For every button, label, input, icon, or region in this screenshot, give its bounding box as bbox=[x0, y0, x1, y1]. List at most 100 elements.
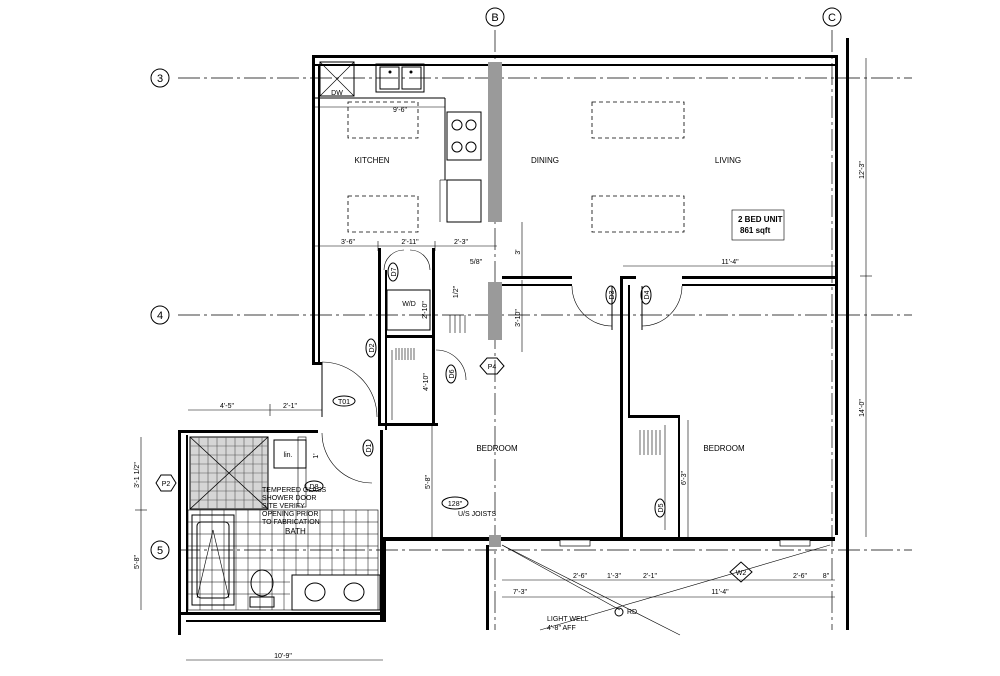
joists-callout: 128" U/S JOISTS bbox=[441, 496, 496, 518]
dim-bottom-5: 11'-4" bbox=[711, 589, 729, 596]
room-label-kitchen: KITCHEN bbox=[354, 156, 389, 165]
bathtub bbox=[191, 514, 235, 606]
svg-text:P2: P2 bbox=[162, 481, 171, 488]
column-b-wall-lower bbox=[488, 282, 502, 340]
dim-bottom-3: 1'-3" bbox=[607, 573, 621, 580]
door-tag-d7: D7 bbox=[387, 262, 399, 282]
bath-partition bbox=[297, 436, 307, 508]
unit-info: 2 BED UNIT 861 sqft bbox=[731, 209, 785, 241]
light-well-label-2: 4'-8" AFF bbox=[547, 625, 576, 632]
light-well bbox=[501, 544, 831, 636]
dim-bottom-7: 8" bbox=[823, 573, 830, 580]
svg-text:D2: D2 bbox=[369, 343, 376, 352]
unit-title: 2 BED UNIT bbox=[738, 215, 783, 224]
svg-text:TO FABRICATION: TO FABRICATION bbox=[262, 519, 320, 526]
door-tag-d4: D4 bbox=[640, 285, 652, 305]
kitchen-fixtures: DW bbox=[315, 61, 482, 233]
dishwasher-label: DW bbox=[331, 90, 343, 97]
dim-kitchen-width: 9'-6" bbox=[393, 107, 407, 114]
grid-bubble-b: B bbox=[485, 7, 505, 27]
joists-label: U/S JOISTS bbox=[458, 511, 496, 518]
light-well-label-1: LIGHT WELL bbox=[547, 616, 589, 623]
grid-bubble-3: 3 bbox=[150, 68, 170, 88]
window-tag-t01: T01 bbox=[332, 395, 356, 407]
room-label-bath: BATH bbox=[285, 527, 306, 536]
exterior-walls bbox=[178, 38, 849, 635]
dim-k2: 2'-11" bbox=[401, 239, 419, 246]
toilet bbox=[249, 569, 275, 608]
door-tag-d8: D8 bbox=[304, 480, 324, 492]
shower bbox=[189, 436, 269, 510]
washer-dryer bbox=[386, 289, 431, 331]
svg-text:SITE VERIFY: SITE VERIFY bbox=[262, 503, 305, 510]
dim-bottom-2: 2'-6" bbox=[573, 573, 587, 580]
grid-label-3: 3 bbox=[157, 73, 163, 85]
dim-v-3-10: 3'-10" bbox=[515, 309, 522, 327]
grid-label-c: C bbox=[828, 12, 836, 24]
column-b-pier bbox=[489, 535, 501, 547]
grid-bubble-4: 4 bbox=[150, 305, 170, 325]
door-tag-d5: D5 bbox=[654, 498, 666, 518]
svg-text:T01: T01 bbox=[338, 399, 350, 406]
grid-bubble-5: 5 bbox=[150, 540, 170, 560]
roof-drain-label: RD bbox=[627, 609, 637, 616]
dim-small-1: 5/8" bbox=[470, 259, 483, 266]
closet-shelves bbox=[391, 315, 666, 530]
dimension-lines bbox=[135, 58, 872, 661]
dim-k1: 3'-6" bbox=[341, 239, 355, 246]
windows-bottom bbox=[559, 539, 811, 547]
svg-text:D5: D5 bbox=[658, 503, 665, 512]
dim-right-h1: 12'-3" bbox=[859, 161, 866, 179]
dim-bottom-1: 7'-3" bbox=[513, 589, 527, 596]
grid-bubble-c: C bbox=[822, 7, 842, 27]
partition-tag-p4: P4 bbox=[479, 357, 505, 375]
door-tag-d6: D6 bbox=[445, 364, 457, 384]
dim-right-h2: 14'-0" bbox=[859, 399, 866, 417]
svg-text:TEMPERED GLASS: TEMPERED GLASS bbox=[262, 487, 327, 494]
vanity bbox=[291, 574, 381, 611]
dim-bedroom-v2: 6'-3" bbox=[681, 471, 688, 485]
column-b-wall bbox=[488, 62, 502, 222]
partition-tag-p2: P2 bbox=[155, 474, 177, 492]
dim-k-vert: 3' bbox=[515, 249, 522, 254]
svg-text:D8: D8 bbox=[310, 484, 319, 491]
door-tag-d2: D2 bbox=[365, 338, 377, 358]
svg-text:D4: D4 bbox=[644, 290, 651, 299]
dim-bath-v2: 5'-8" bbox=[134, 555, 141, 569]
interior-walls bbox=[312, 248, 837, 620]
dim-bath-v1: 3'-1 1/2" bbox=[134, 462, 141, 488]
wd-label: W/D bbox=[402, 301, 416, 308]
dim-bedroom-v: 5'-8" bbox=[425, 475, 432, 489]
svg-text:P4: P4 bbox=[488, 364, 497, 371]
door-tag-d3: D3 bbox=[605, 285, 617, 305]
grid-label-b: B bbox=[491, 12, 498, 24]
svg-text:D1: D1 bbox=[366, 443, 373, 452]
bath-tile-grid bbox=[187, 509, 379, 611]
joists-height: 128" bbox=[448, 501, 463, 508]
grid-label-5: 5 bbox=[157, 545, 163, 557]
dim-wd-width: 2'-10" bbox=[422, 301, 429, 319]
dim-bottom-4: 2'-1" bbox=[643, 573, 657, 580]
dim-living-width: 11'-4" bbox=[721, 259, 739, 266]
room-label-dining: DINING bbox=[531, 156, 559, 165]
room-label-bedroom-left: BEDROOM bbox=[476, 444, 518, 453]
ceiling-lights bbox=[591, 101, 685, 233]
svg-text:D7: D7 bbox=[391, 267, 398, 276]
svg-text:SHOWER DOOR: SHOWER DOOR bbox=[262, 495, 316, 502]
dim-bath-1: 4'-5" bbox=[220, 403, 234, 410]
linen-label: lin. bbox=[284, 452, 293, 459]
svg-text:W2: W2 bbox=[736, 570, 747, 577]
dim-closet: 4'-10" bbox=[423, 373, 430, 391]
door-swings bbox=[321, 249, 683, 484]
window-tag-w2: W2 bbox=[729, 561, 753, 583]
room-label-bedroom-right: BEDROOM bbox=[703, 444, 745, 453]
dim-small-2: 1/2" bbox=[453, 285, 460, 298]
svg-text:D6: D6 bbox=[449, 369, 456, 378]
dim-bath-2: 2'-1" bbox=[283, 403, 297, 410]
grid-label-4: 4 bbox=[157, 310, 163, 322]
dim-bath-small: 1' bbox=[313, 453, 320, 458]
unit-area: 861 sqft bbox=[740, 226, 771, 235]
room-label-living: LIVING bbox=[715, 156, 741, 165]
svg-text:OPENING PRIOR: OPENING PRIOR bbox=[262, 511, 318, 518]
